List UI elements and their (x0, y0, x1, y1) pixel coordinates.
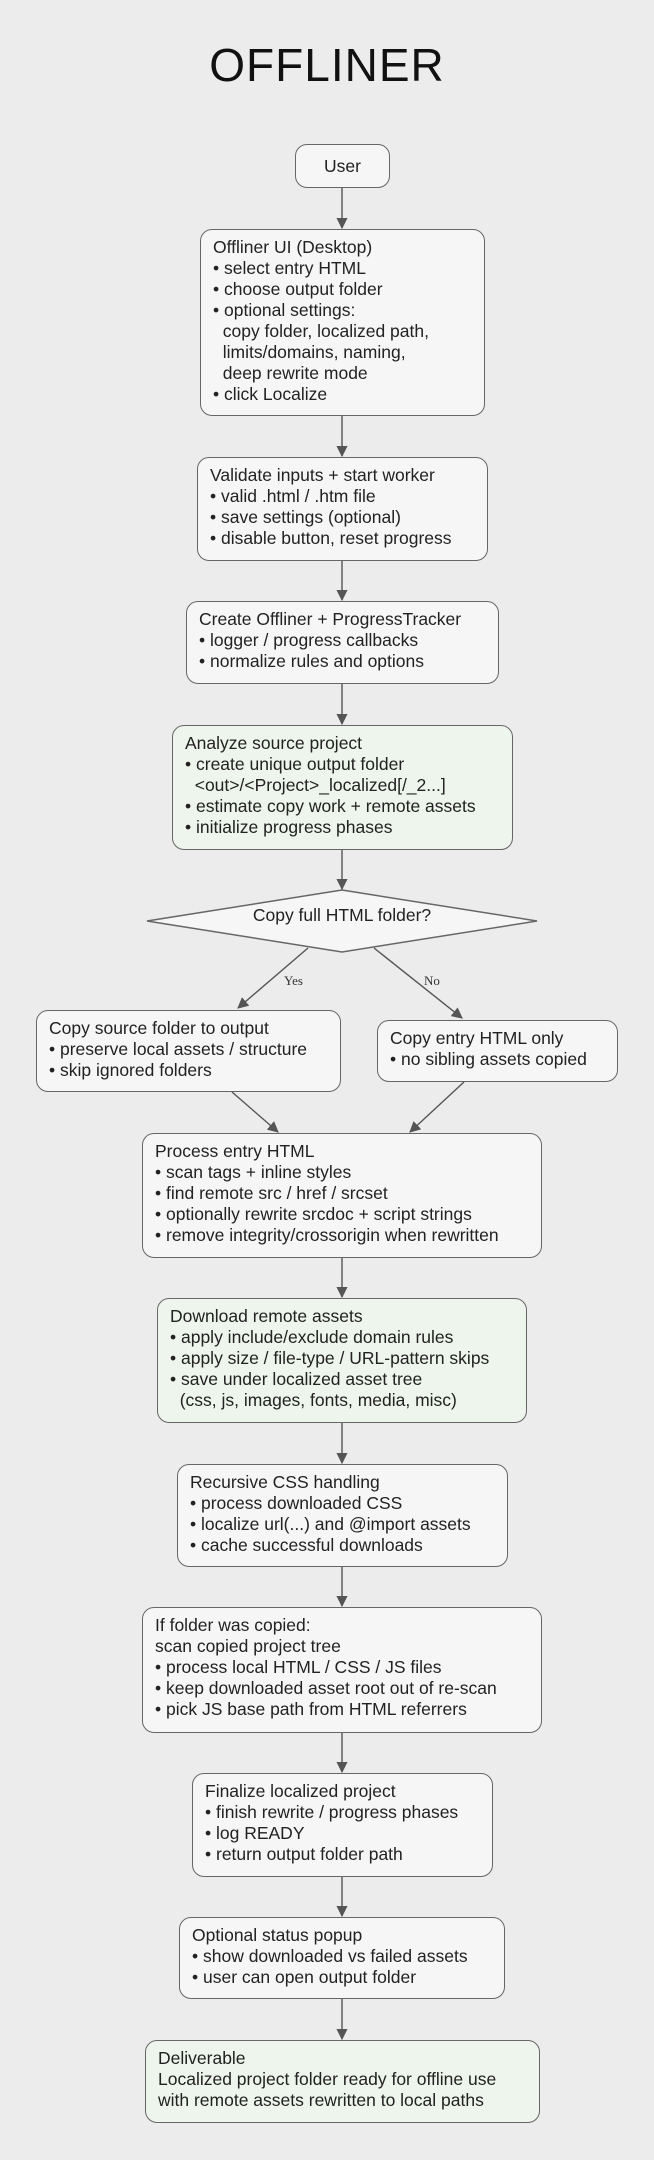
node-process-entry: Process entry HTML • scan tags + inline … (142, 1133, 542, 1258)
decision-label: Copy full HTML folder? (252, 905, 432, 925)
decision-diamond (146, 889, 538, 953)
edge-label-yes: Yes (284, 973, 303, 988)
node-user: User (295, 144, 390, 188)
node-status-popup: Optional status popup • show downloaded … (179, 1917, 505, 1999)
edge-decision-yes (237, 947, 309, 1009)
edge-label-no: No (424, 973, 440, 988)
node-analyze: Analyze source project • create unique o… (172, 725, 513, 850)
node-offliner-ui: Offliner UI (Desktop) • select entry HTM… (200, 229, 485, 416)
node-download-remote: Download remote assets • apply include/e… (157, 1298, 527, 1423)
edge-decision-no (373, 947, 463, 1019)
page-title: OFFLINER (209, 39, 445, 91)
node-finalize: Finalize localized project • finish rewr… (192, 1773, 493, 1877)
node-create-offliner: Create Offliner + ProgressTracker • logg… (186, 601, 499, 684)
edge-copysource-process (231, 1091, 279, 1133)
edge-copyentry-process (409, 1081, 465, 1133)
node-copy-entry: Copy entry HTML only • no sibling assets… (377, 1020, 618, 1082)
node-folder-copied: If folder was copied: scan copied projec… (142, 1607, 542, 1733)
node-recursive-css: Recursive CSS handling • process downloa… (177, 1464, 508, 1567)
node-validate: Validate inputs + start worker • valid .… (197, 457, 488, 561)
node-copy-source: Copy source folder to output • preserve … (36, 1010, 341, 1092)
node-deliverable: Deliverable Localized project folder rea… (145, 2040, 540, 2123)
